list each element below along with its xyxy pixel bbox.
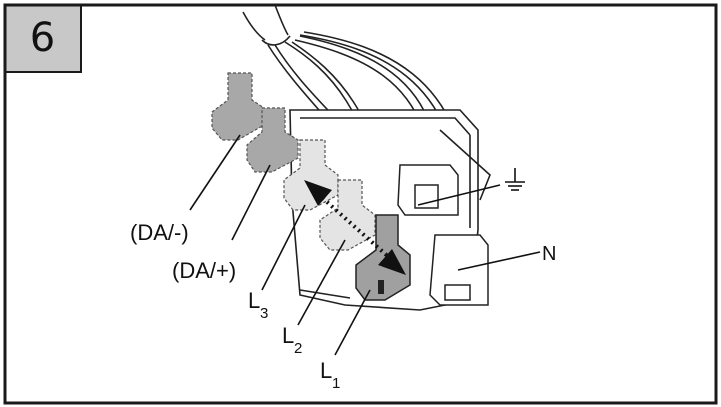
terminal-da-plus (246, 107, 299, 173)
leader-lines (189, 134, 541, 356)
label-neutral: N (542, 243, 556, 265)
label-da-minus: (DA/-) (130, 220, 189, 245)
label-l1: L (320, 358, 332, 383)
terminal-l1 (355, 214, 411, 301)
step-number: 6 (29, 15, 56, 61)
terminal-l2 (319, 179, 376, 251)
label-l3: L (248, 288, 260, 313)
terminal-da-minus (211, 72, 265, 141)
label-l2-sub: 2 (294, 340, 302, 357)
label-da-plus: (DA/+) (172, 258, 236, 283)
step-number-badge: 6 (5, 5, 82, 73)
label-l3-sub: 3 (260, 305, 268, 322)
bidirectional-dotted-arrow-icon (304, 180, 406, 275)
connector-housing (289, 109, 491, 311)
ground-symbol-icon (505, 168, 525, 191)
ground-terminal (397, 164, 459, 216)
label-l1-sub: 1 (332, 375, 340, 392)
label-l2: L (282, 323, 294, 348)
frame-border (3, 3, 718, 405)
